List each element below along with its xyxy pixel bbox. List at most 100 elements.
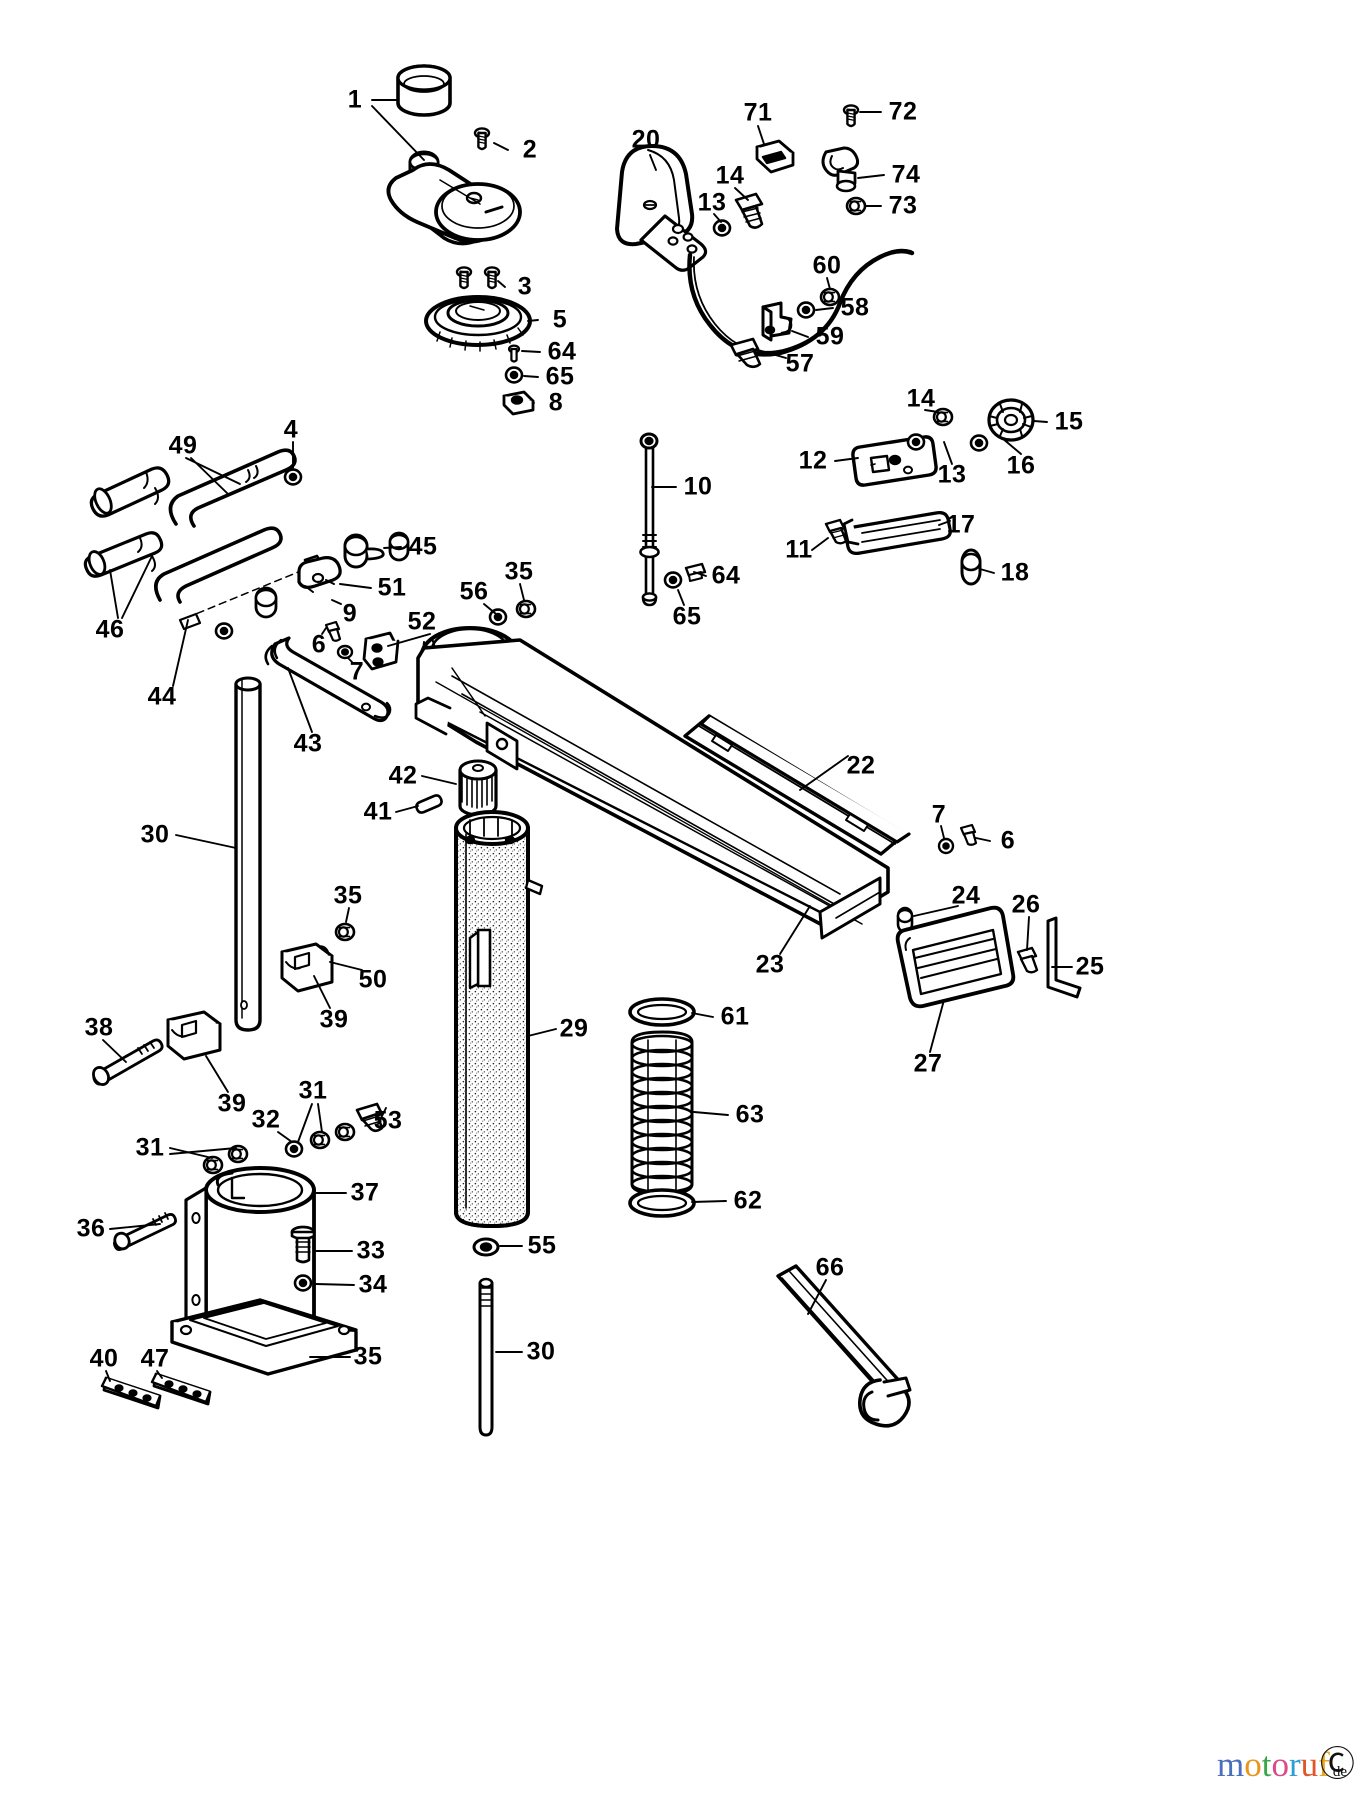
callout-53: 53 [373,1106,403,1135]
callout-29: 29 [559,1014,589,1043]
part-35-nut-upper [515,599,537,619]
part-55-washer [472,1237,500,1257]
part-39-clamp-upper [280,942,334,993]
callout-41: 41 [363,797,393,826]
part-60-nut [819,287,841,307]
part-16-washer [969,434,989,452]
part-71-cable-clip [755,139,795,174]
part-18-bushing [960,548,982,586]
callout-31-a: 31 [298,1076,328,1105]
part-39-clamp-lower [166,1010,222,1061]
part-8-square-nut [502,390,535,416]
part-51-swivel-block [297,554,342,593]
callout-63: 63 [735,1100,765,1129]
part-31-nut-b [334,1122,356,1142]
callout-12: 12 [798,446,828,475]
callout-47: 47 [140,1344,170,1373]
callout-15: 15 [1054,407,1084,436]
callout-26: 26 [1011,890,1041,919]
part-43-lever-arm [264,636,392,723]
part-6-screw-small [324,620,342,642]
part-32-washer [284,1140,304,1158]
callout-37: 37 [350,1178,380,1207]
part-33-screw [290,1225,316,1264]
part-65-washer-mid [663,571,683,589]
part-27-end-cap [895,905,1016,1009]
callout-45: 45 [408,532,438,561]
part-6-washer [214,622,234,640]
callout-39-lower: 39 [217,1089,247,1118]
callout-38: 38 [84,1013,114,1042]
part-66-wrench [776,1264,912,1428]
callout-7-right: 7 [931,800,947,829]
part-7-nut [336,644,354,660]
callout-35-base: 35 [353,1342,383,1371]
callout-22: 22 [846,751,876,780]
watermark-letter-o2: o [1271,1745,1290,1784]
part-6-screw-right [959,823,978,846]
callout-24: 24 [951,881,981,910]
callout-32: 32 [251,1105,281,1134]
callout-35-mid: 35 [333,881,363,910]
part-1-handle-lever [386,64,522,246]
part-44-key [178,567,309,631]
part-59-bracket [761,301,793,342]
callout-60: 60 [812,251,842,280]
part-11-screw [824,518,848,545]
callout-39-upper: 39 [319,1005,349,1034]
registered-mark-icon: Ⓒ [1319,1745,1355,1784]
callout-65-mid: 65 [672,602,702,631]
callout-56: 56 [459,577,489,606]
part-35-nut-mid [334,922,356,942]
callout-13-upper: 13 [697,188,727,217]
part-25-l-rod [1046,916,1082,999]
callout-6-right: 6 [1000,826,1016,855]
part-63-bellows [630,1030,694,1196]
part-4-washer [283,468,303,486]
part-14-screw-upper [734,192,764,229]
callout-72: 72 [888,97,918,126]
callout-50: 50 [358,965,388,994]
callout-25: 25 [1075,952,1105,981]
callout-1: 1 [347,85,363,114]
callout-44: 44 [147,682,177,711]
callout-30-upper: 30 [140,820,170,849]
part-29-column [454,810,544,1228]
callout-73: 73 [888,191,918,220]
watermark-letter-u: u [1300,1745,1319,1784]
part-73-nut [845,196,867,216]
part-46-handle-lower [83,526,283,604]
part-base-foot-plate [170,1298,358,1376]
callout-62: 62 [733,1186,763,1215]
part-7-washer-right [937,837,955,855]
callout-11: 11 [785,535,813,564]
part-38-long-bolt [92,1038,164,1086]
callout-13-right: 13 [937,460,967,489]
callout-18: 18 [1000,558,1030,587]
callout-6-left: 6 [311,630,327,659]
part-47-strip [150,1372,212,1406]
callout-14-upper: 14 [715,161,745,190]
part-9-collar [254,586,278,619]
part-62-ring-bottom [628,1188,696,1218]
part-52-clamp-clip [362,631,400,671]
callout-3: 3 [517,272,533,301]
part-58-washer [796,301,816,319]
callout-61: 61 [720,1002,750,1031]
callout-20: 20 [631,125,661,154]
callout-5: 5 [552,305,568,334]
part-2-screw [473,127,491,151]
callout-33: 33 [356,1236,386,1265]
callout-35-upper: 35 [504,557,534,586]
part-31-nut-c [202,1155,224,1175]
callout-34: 34 [358,1270,388,1299]
callout-7-left: 7 [349,657,365,686]
callout-74: 74 [891,160,921,189]
watermark-letter-o1: o [1244,1745,1262,1784]
callout-16: 16 [1006,451,1036,480]
part-36-bolt [113,1212,177,1251]
callout-71: 71 [743,98,773,127]
part-64-screw-upper [507,344,521,363]
callout-23: 23 [755,950,785,979]
part-30-column-upper [234,676,262,1032]
